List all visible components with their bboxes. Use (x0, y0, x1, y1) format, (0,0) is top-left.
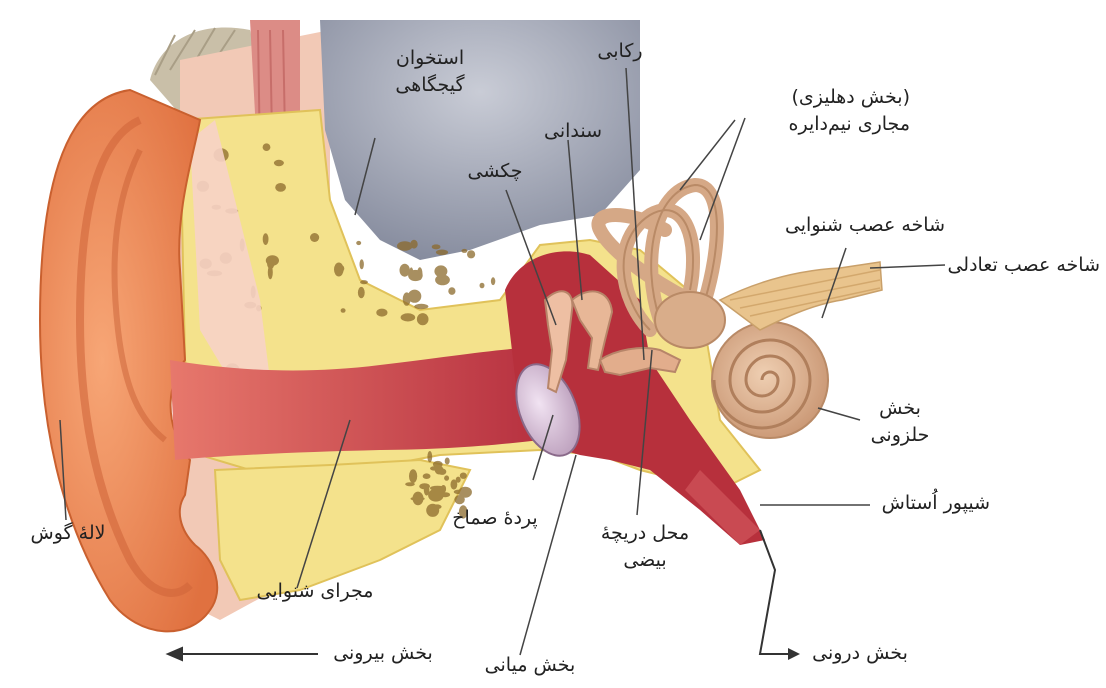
label-outer-ear: بخش بیرونی (318, 640, 448, 667)
label-eardrum: پردهٔ صماخ (430, 505, 560, 532)
air-cell (275, 183, 286, 192)
air-cell (419, 483, 430, 489)
label-inner-ear: بخش درونی (800, 640, 920, 667)
label-incus: سندانی (533, 118, 613, 145)
label-ear-canal: مجرای شنوایی (240, 578, 390, 605)
air-cell (461, 249, 467, 253)
air-cell (423, 473, 431, 479)
label-eustachian-tube: شیپور اُستاش (860, 490, 990, 517)
air-cell (454, 490, 464, 495)
vestibule (655, 292, 725, 348)
air-cell (409, 469, 417, 483)
air-cell (310, 233, 319, 242)
label-cochlea: بخش حلزونی (855, 395, 945, 449)
air-cell (428, 489, 444, 502)
label-auricle: لالهٔ گوش (8, 520, 128, 547)
label-oval-window: محل دریچهٔ بیضی (580, 520, 710, 574)
air-cell (432, 244, 441, 249)
air-cell (263, 143, 271, 151)
air-cell (417, 313, 429, 325)
air-cell (433, 461, 443, 468)
air-cell (414, 304, 428, 309)
air-cell (434, 265, 447, 277)
air-cell (480, 283, 485, 289)
air-cell (356, 241, 361, 245)
air-cell (491, 277, 495, 285)
inner-arrow-head (788, 648, 800, 660)
air-cell (445, 458, 450, 465)
air-cell (405, 482, 415, 486)
label-malleus: چکشی (455, 158, 535, 185)
air-cell (376, 309, 387, 317)
air-cell (401, 313, 416, 321)
air-cell (436, 250, 448, 256)
air-cell (274, 160, 284, 166)
inner-arrow (760, 530, 790, 654)
label-cochlear-nerve: شاخه عصب شنوایی (755, 212, 945, 239)
label-middle-ear: بخش میانی (470, 652, 590, 679)
air-cell (263, 233, 269, 245)
air-cell (454, 495, 464, 504)
air-cell (427, 451, 432, 462)
air-cell (358, 287, 365, 298)
air-cell (456, 477, 461, 483)
air-cell (448, 287, 455, 295)
outer-arrow (168, 648, 318, 660)
air-cell (334, 263, 344, 277)
air-cell (360, 259, 364, 269)
label-vestibular-nerve: شاخه عصب تعادلی (915, 252, 1100, 279)
label-stapes: رکابی (585, 38, 655, 65)
air-cell (408, 290, 421, 303)
air-cell (397, 241, 413, 251)
air-cell (438, 469, 446, 475)
air-cell (341, 308, 346, 313)
air-cell (467, 250, 475, 258)
air-cell (464, 488, 472, 495)
air-cell (360, 280, 368, 284)
label-semicircular-canals: (بخش دهلیزی) مجاری نیم‌دایره (720, 84, 910, 138)
air-cell (444, 475, 449, 480)
air-cell (460, 473, 467, 479)
air-cell (268, 265, 273, 279)
air-cell (408, 270, 423, 281)
air-cell (266, 255, 279, 266)
label-temporal-bone: استخوان گیجگاهی (375, 45, 485, 99)
air-cell (413, 492, 424, 506)
